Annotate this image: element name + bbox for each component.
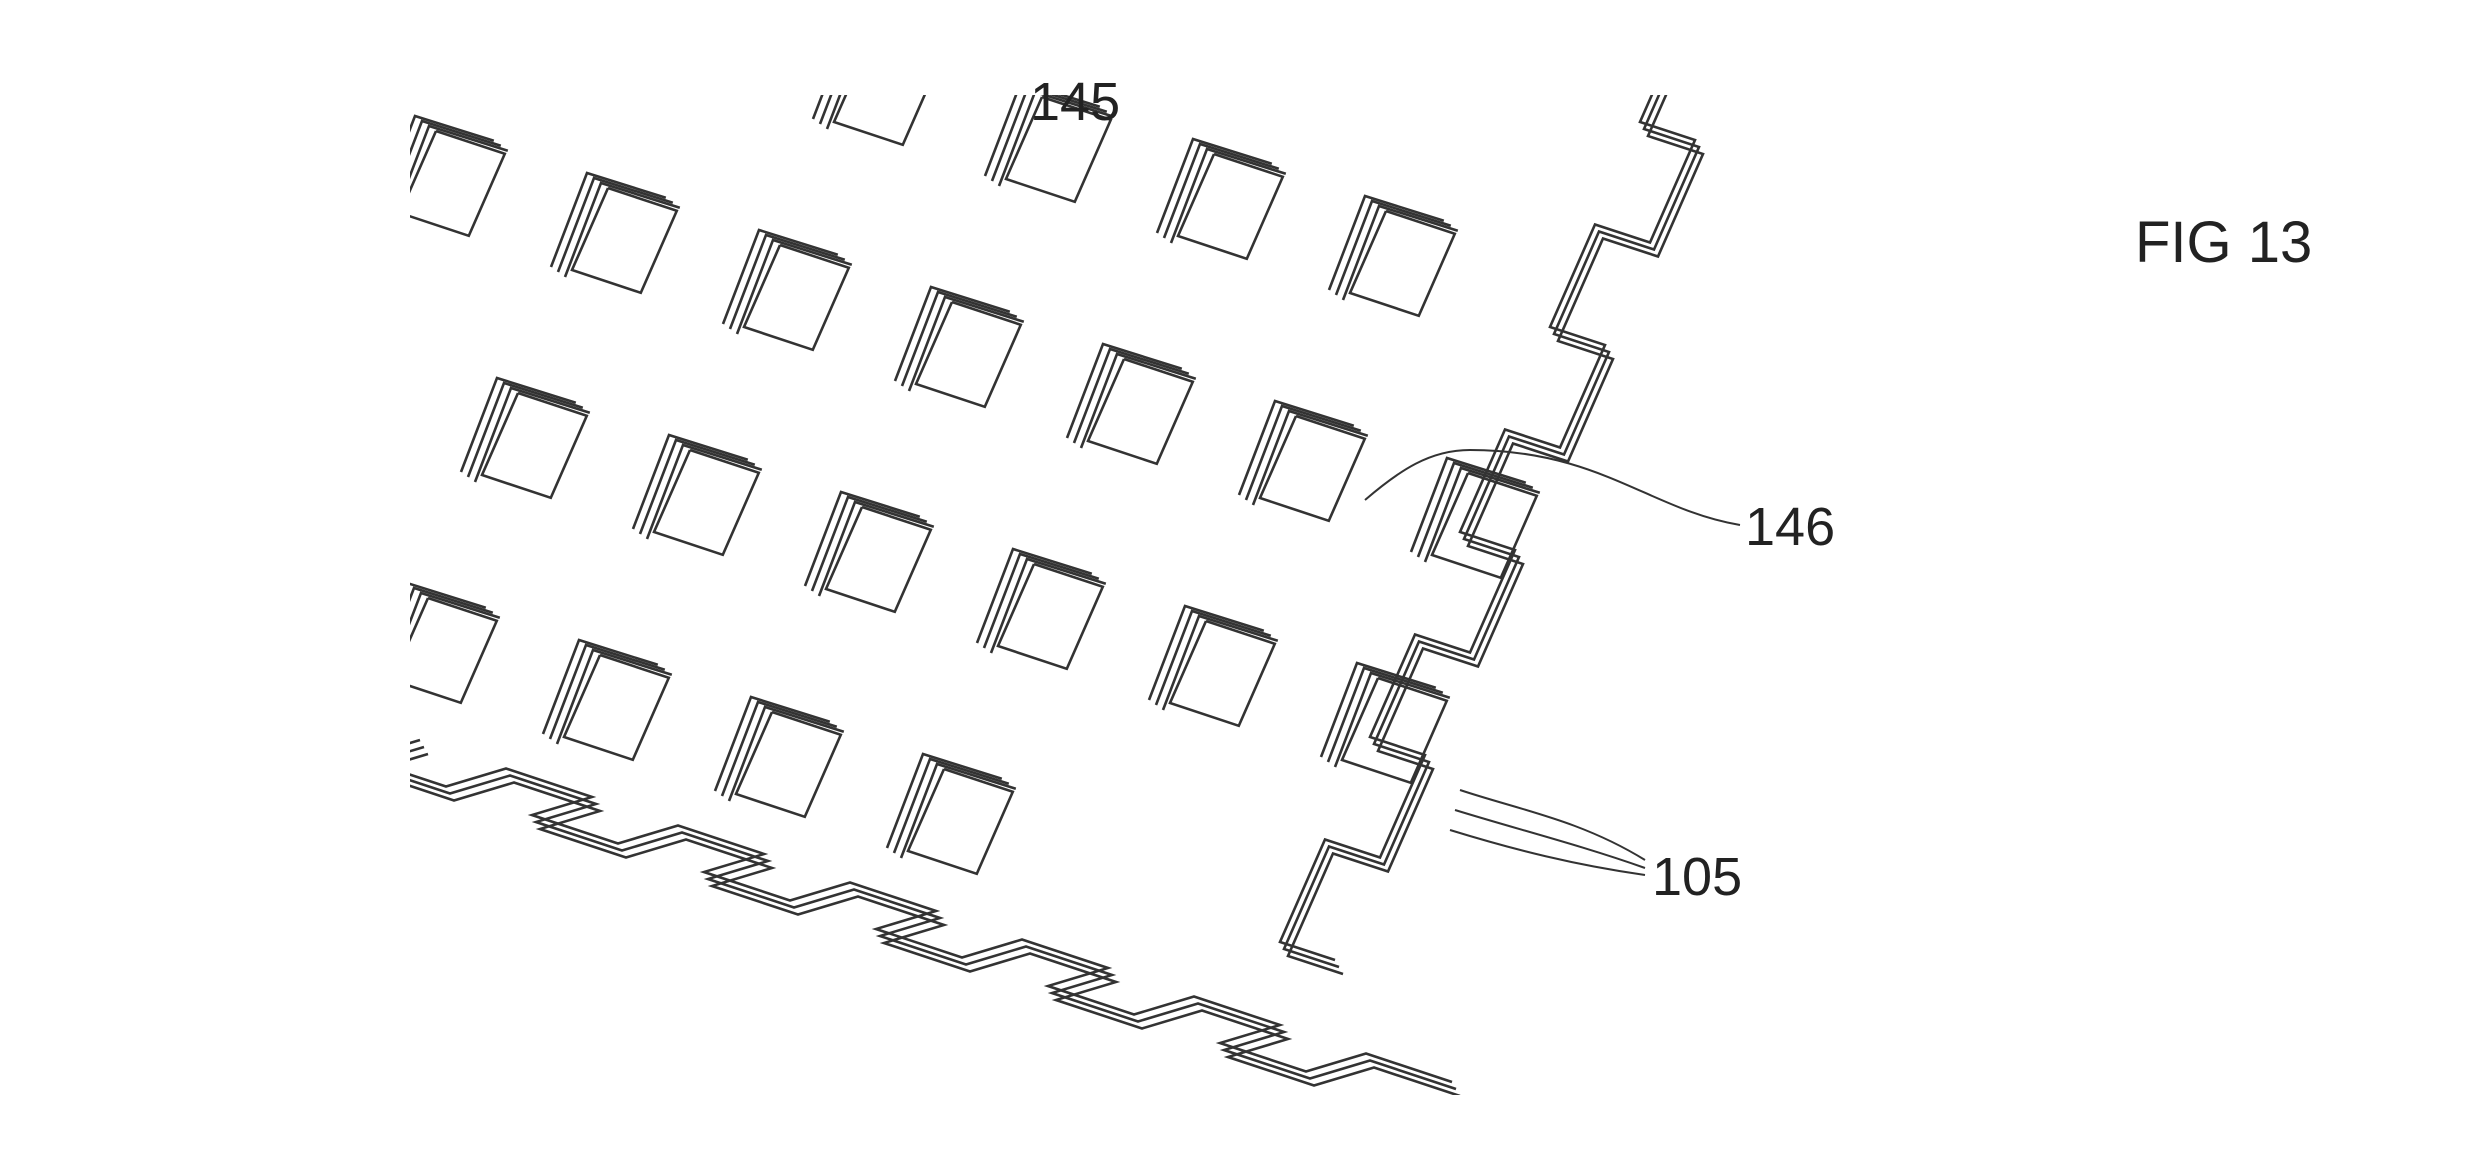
aperture-hole (480, 391, 589, 500)
aperture-hole (410, 596, 499, 705)
aperture-hole (1340, 676, 1449, 785)
layer-edge (410, 114, 495, 143)
aperture-hole (1348, 209, 1457, 318)
aperture-hole (1168, 619, 1277, 728)
layer-edge (548, 643, 666, 740)
aperture-hole (906, 767, 1015, 876)
layer-edge (1244, 404, 1362, 501)
layer-edge (1423, 466, 1541, 563)
layer-edge (713, 695, 831, 792)
layer-edge (555, 648, 673, 745)
aperture-hole (832, 95, 927, 147)
layer-edge (563, 181, 681, 278)
layer-edge (989, 557, 1107, 654)
layer-edge (817, 500, 935, 597)
layer-edge (1147, 604, 1265, 701)
layer-edge (410, 582, 487, 610)
layer-edge (900, 290, 1018, 387)
label-146: 146 (1745, 497, 1835, 557)
leader-105-c (1449, 829, 1646, 876)
layer-edge (1065, 342, 1183, 439)
layer-edge (1251, 409, 1369, 506)
layer-edge (1327, 194, 1445, 291)
aperture-hole (570, 186, 679, 295)
sheet-edge-bottom (410, 738, 1453, 1084)
layer-edge (1072, 347, 1190, 444)
layer-edge (885, 752, 1003, 849)
layer-edge (645, 443, 763, 540)
layer-edge (473, 386, 591, 483)
sheet-edge-bottom (410, 752, 1461, 1095)
leader-105-b (1454, 809, 1646, 869)
layer-edge (549, 171, 667, 268)
layer-edge (1326, 666, 1444, 763)
layer-edge (1333, 671, 1451, 768)
layer-edge (1155, 137, 1273, 234)
aperture-hole (652, 448, 761, 557)
layer-edge (1161, 614, 1279, 711)
layer-edge (720, 700, 838, 797)
perforated-mesh (410, 95, 1705, 1095)
layer-edge (810, 495, 928, 592)
layer-edge (1154, 609, 1272, 706)
aperture-hole (1258, 414, 1367, 523)
layer-edge (811, 95, 824, 120)
layer-edge (728, 233, 846, 330)
layer-edge (727, 705, 845, 802)
layer-edge (556, 176, 674, 273)
aperture-hole (410, 129, 507, 238)
layer-edge (803, 490, 921, 587)
aperture-hole (1086, 357, 1195, 466)
layer-edge (541, 638, 659, 735)
label-105: 105 (1652, 847, 1742, 907)
layer-edge (1079, 352, 1197, 449)
leader-lines (1364, 448, 1741, 876)
layer-edge (1162, 142, 1280, 239)
layer-edge (410, 591, 501, 626)
label-145: 145 (1030, 72, 1120, 132)
layer-edge (735, 238, 853, 335)
aperture-hole (742, 243, 851, 352)
sheet-edge-right (1278, 95, 1697, 962)
layer-edge (982, 552, 1100, 649)
aperture-hole (1430, 471, 1539, 580)
aperture-hole (1004, 95, 1113, 204)
layer-edge (466, 381, 584, 478)
aperture-hole (734, 710, 843, 819)
aperture-hole (562, 653, 671, 762)
layer-edge (892, 757, 1010, 854)
layer-edge (1341, 204, 1459, 301)
layer-edge (410, 124, 509, 180)
layer-edge (983, 95, 1101, 177)
layer-edge (459, 376, 577, 473)
layer-edge (410, 119, 502, 156)
layer-edge (893, 285, 1011, 382)
figure-title: FIG 13 (2135, 210, 2312, 275)
layer-edge (997, 95, 1115, 187)
layer-edge (1169, 147, 1287, 244)
sheet-edge-right (1286, 95, 1705, 976)
leader-146 (1364, 448, 1741, 526)
layer-edge (990, 95, 1108, 182)
sheet-edge-bottom (410, 745, 1457, 1091)
layer-edge (1334, 199, 1452, 296)
layer-edge (410, 586, 494, 615)
aperture-hole (1176, 152, 1285, 261)
layer-edge (721, 228, 839, 325)
layer-edge (907, 295, 1025, 392)
aperture-hole (914, 300, 1023, 409)
aperture-hole (824, 505, 933, 614)
leader-105-a (1459, 789, 1646, 861)
sheet-edge-right (1282, 95, 1701, 969)
layer-edge (825, 95, 842, 130)
layer-edge (1416, 461, 1534, 558)
layer-edge (638, 438, 756, 535)
layer-edge (1237, 399, 1355, 496)
aperture-hole (996, 562, 1105, 671)
layer-edge (631, 433, 749, 530)
layer-edge (975, 547, 1093, 644)
layer-edge (899, 762, 1017, 859)
